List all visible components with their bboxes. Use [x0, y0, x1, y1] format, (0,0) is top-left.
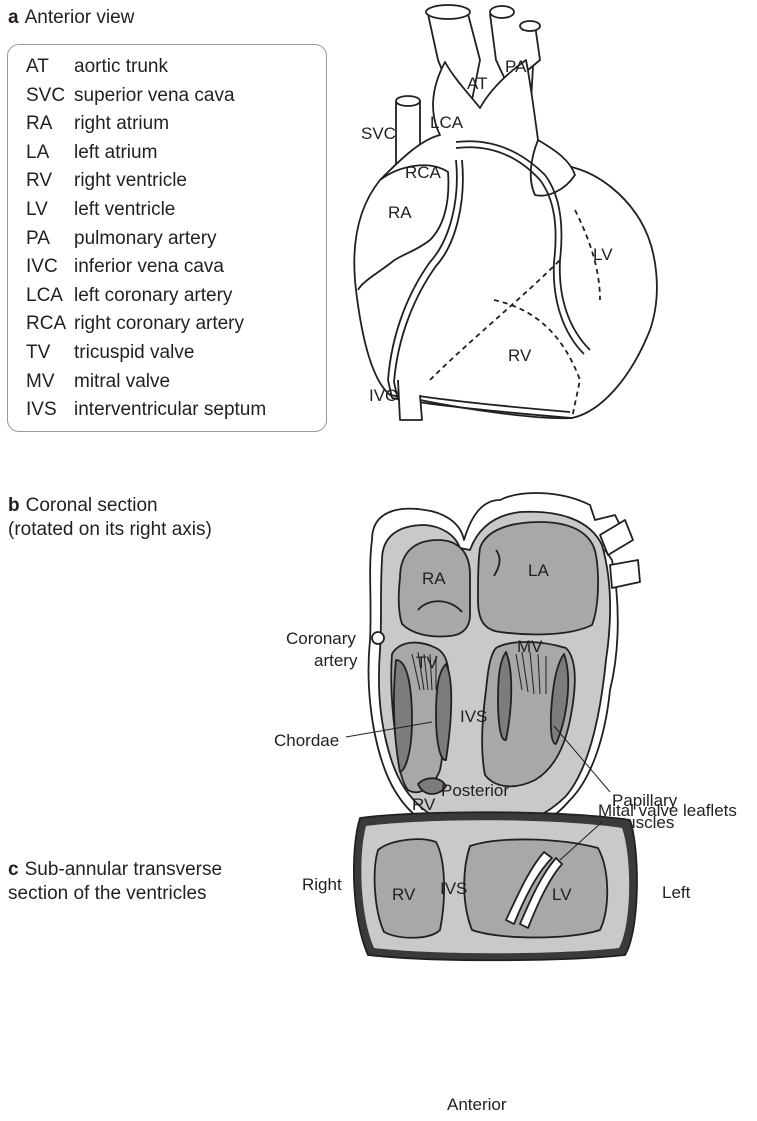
label-b-mv: MV [517, 637, 543, 656]
coronary-artery-section [372, 632, 384, 644]
label-b-tv: TV [416, 653, 438, 672]
label-c-rv: RV [392, 885, 416, 904]
label-anterior: Anterior [447, 1095, 507, 1114]
svc-opening [396, 96, 420, 106]
label-b-rv: RV [412, 795, 436, 814]
label-chordae: Chordae [274, 731, 339, 750]
label-posterior: Posterior [441, 781, 509, 800]
label-lv: LV [593, 245, 613, 264]
label-c-ivs: IVS [440, 879, 467, 898]
label-coronary-line2: artery [314, 651, 358, 670]
label-right: Right [302, 875, 342, 894]
pulmonary-opening [490, 6, 514, 18]
pulmonary-vein-lower [610, 560, 640, 588]
label-rca: RCA [405, 163, 442, 182]
label-c-lv: LV [552, 885, 572, 904]
label-at: AT [467, 74, 487, 93]
label-b-ra: RA [422, 569, 446, 588]
label-rv: RV [508, 346, 532, 365]
label-b-ivs: IVS [460, 707, 487, 726]
label-ivc: IVC [369, 386, 397, 405]
label-b-la: LA [528, 561, 549, 580]
label-coronary-line1: Coronary [286, 629, 356, 648]
label-left: Left [662, 883, 691, 902]
label-pa: PA [505, 57, 527, 76]
label-svc: SVC [361, 124, 396, 143]
aorta-opening [426, 5, 470, 19]
right-atrium-chamber [399, 540, 470, 637]
label-lca: LCA [430, 113, 464, 132]
pulmonary-branch-opening [520, 21, 540, 31]
label-leaflets: Mital valve leaflets [598, 801, 737, 820]
label-ra: RA [388, 203, 412, 222]
